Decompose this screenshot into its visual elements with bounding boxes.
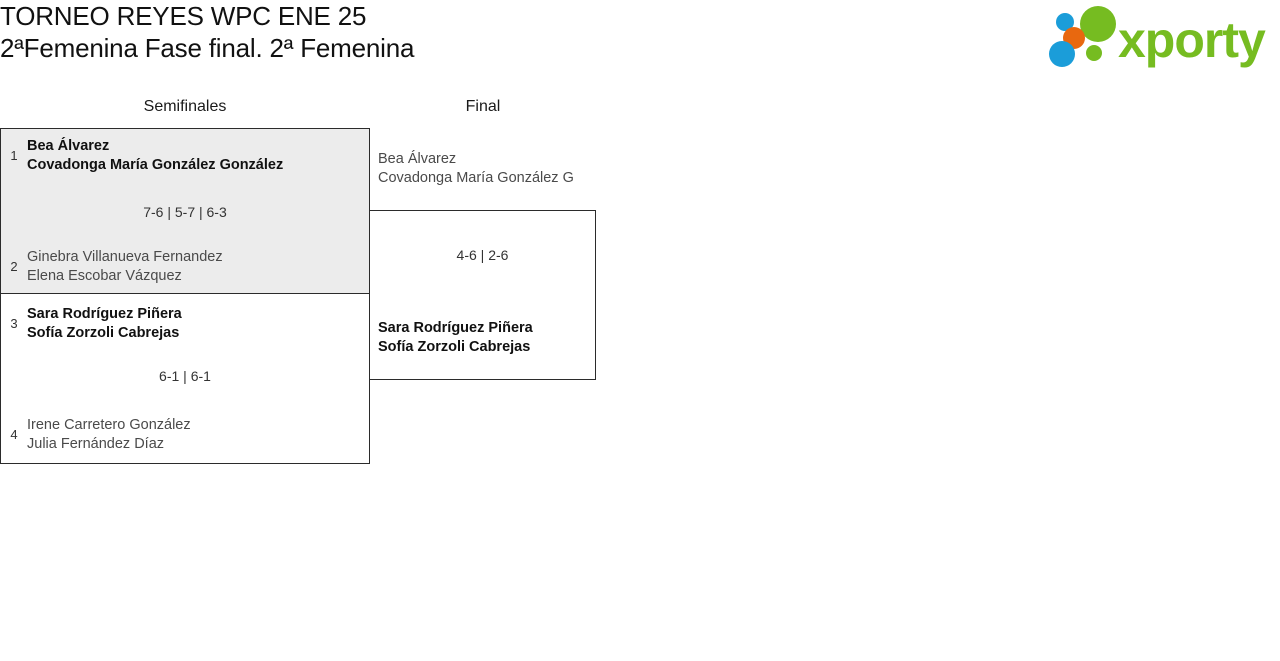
team-players: Bea Álvarez Covadonga María González Gon… [27, 137, 369, 175]
player-name: Covadonga María González González [27, 157, 284, 173]
player-name: Sofía Zorzoli Cabrejas [378, 339, 531, 355]
tournament-category: 2ªFemenina Fase final. 2ª Femenina [0, 33, 415, 63]
player-name: Covadonga María González G [378, 170, 574, 186]
team-row[interactable]: 1 Bea Álvarez Covadonga María González G… [1, 137, 369, 175]
match-final[interactable]: 4-6 | 2-6 Sara Rodríguez Piñera Sofía Zo… [369, 210, 596, 380]
match-semifinal-1[interactable]: 1 Bea Álvarez Covadonga María González G… [0, 128, 370, 294]
team-row[interactable]: 2 Ginebra Villanueva Fernandez Elena Esc… [1, 248, 369, 286]
player-name: Sara Rodríguez Piñera [378, 320, 533, 336]
player-name: Julia Fernández Díaz [27, 436, 165, 452]
team-players: Sara Rodríguez Piñera Sofía Zorzoli Cabr… [27, 305, 369, 343]
team-row[interactable]: Sara Rodríguez Piñera Sofía Zorzoli Cabr… [370, 319, 595, 357]
team-row[interactable]: 3 Sara Rodríguez Piñera Sofía Zorzoli Ca… [1, 305, 369, 343]
match-score: 7-6 | 5-7 | 6-3 [143, 204, 227, 220]
round-header-final: Final [465, 98, 501, 115]
player-name: Bea Álvarez [378, 151, 457, 167]
team-players: Irene Carretero González Julia Fernández… [27, 416, 369, 454]
seed-number: 3 [10, 316, 18, 331]
seed-number: 1 [10, 148, 18, 163]
team-row[interactable]: Bea Álvarez Covadonga María González G [378, 150, 618, 188]
svg-text:xporty: xporty [1118, 12, 1266, 68]
match-score: 4-6 | 2-6 [456, 247, 509, 263]
match-score: 6-1 | 6-1 [159, 368, 211, 384]
seed-number: 2 [10, 259, 18, 274]
xporty-logo[interactable]: xporty [1044, 6, 1274, 68]
tournament-name: TORNEO REYES WPC ENE 25 [0, 1, 367, 31]
round-header-semifinals: Semifinales [143, 98, 227, 115]
player-name: Sofía Zorzoli Cabrejas [27, 325, 180, 341]
team-row[interactable]: 4 Irene Carretero González Julia Fernánd… [1, 416, 369, 454]
xporty-logo-icon: xporty [1049, 6, 1267, 68]
player-name: Elena Escobar Vázquez [27, 268, 182, 284]
team-players: Ginebra Villanueva Fernandez Elena Escob… [27, 248, 369, 286]
page-title: TORNEO REYES WPC ENE 25 2ªFemenina Fase … [0, 0, 900, 64]
player-name: Bea Álvarez [27, 138, 110, 154]
player-name: Ginebra Villanueva Fernandez [27, 249, 223, 265]
player-name: Sara Rodríguez Piñera [27, 306, 182, 322]
match-semifinal-2[interactable]: 3 Sara Rodríguez Piñera Sofía Zorzoli Ca… [0, 293, 370, 464]
seed-number: 4 [10, 427, 18, 442]
team-players: Sara Rodríguez Piñera Sofía Zorzoli Cabr… [378, 319, 595, 357]
player-name: Irene Carretero González [27, 417, 191, 433]
